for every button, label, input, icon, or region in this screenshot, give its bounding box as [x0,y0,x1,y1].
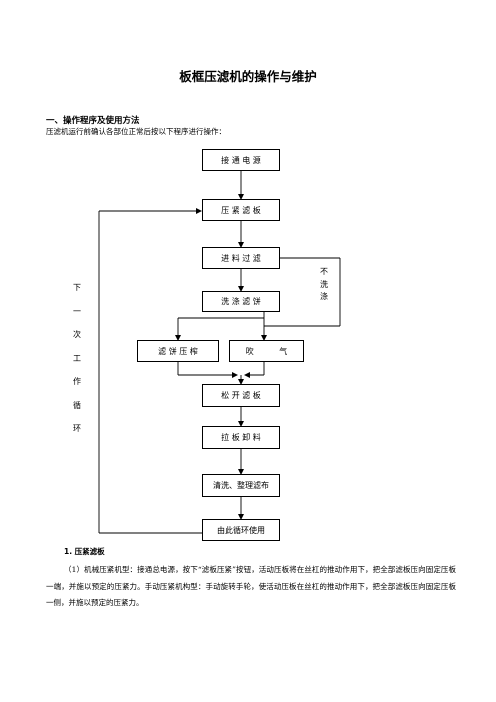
subheading-press-plates: 1. 压紧滤板 [64,547,105,556]
flow-step-clean-cloth: 清洗、整理滤布 [202,474,280,497]
flow-step-blow-air: 吹 气 [229,340,304,362]
flow-step-pull-unload: 拉 板 卸 料 [202,426,280,449]
flow-step-squeeze-cake: 滤 饼 压 榨 [137,340,219,362]
section-heading-operation: 一、操作程序及使用方法 [46,116,140,126]
flow-step-repeat-cycle: 由此循环使用 [202,519,280,541]
flow-step-loosen-plates: 松 开 滤 板 [202,384,280,407]
intro-text: 压滤机运行前确认各部位正常后按以下程序进行操作： [46,127,226,136]
document-title: 板框压滤机的操作与维护 [179,69,317,84]
flow-step-press-plates: 压 紧 滤 板 [202,199,280,221]
no-wash-label: 不 洗 涤 [320,267,328,301]
next-cycle-label: 下 一 次 工 作 循 环 [73,283,81,433]
flow-step-feed-filter: 进 料 过 滤 [202,247,280,269]
paragraph-press-plates: （1）机械压紧机型：接通总电源，按下“滤板压紧”按钮，活动压板将在丝杠的推动作用… [46,565,456,607]
flow-step-power-on: 接 通 电 源 [202,149,280,171]
flow-step-wash-cake: 洗 涤 滤 饼 [202,291,280,312]
